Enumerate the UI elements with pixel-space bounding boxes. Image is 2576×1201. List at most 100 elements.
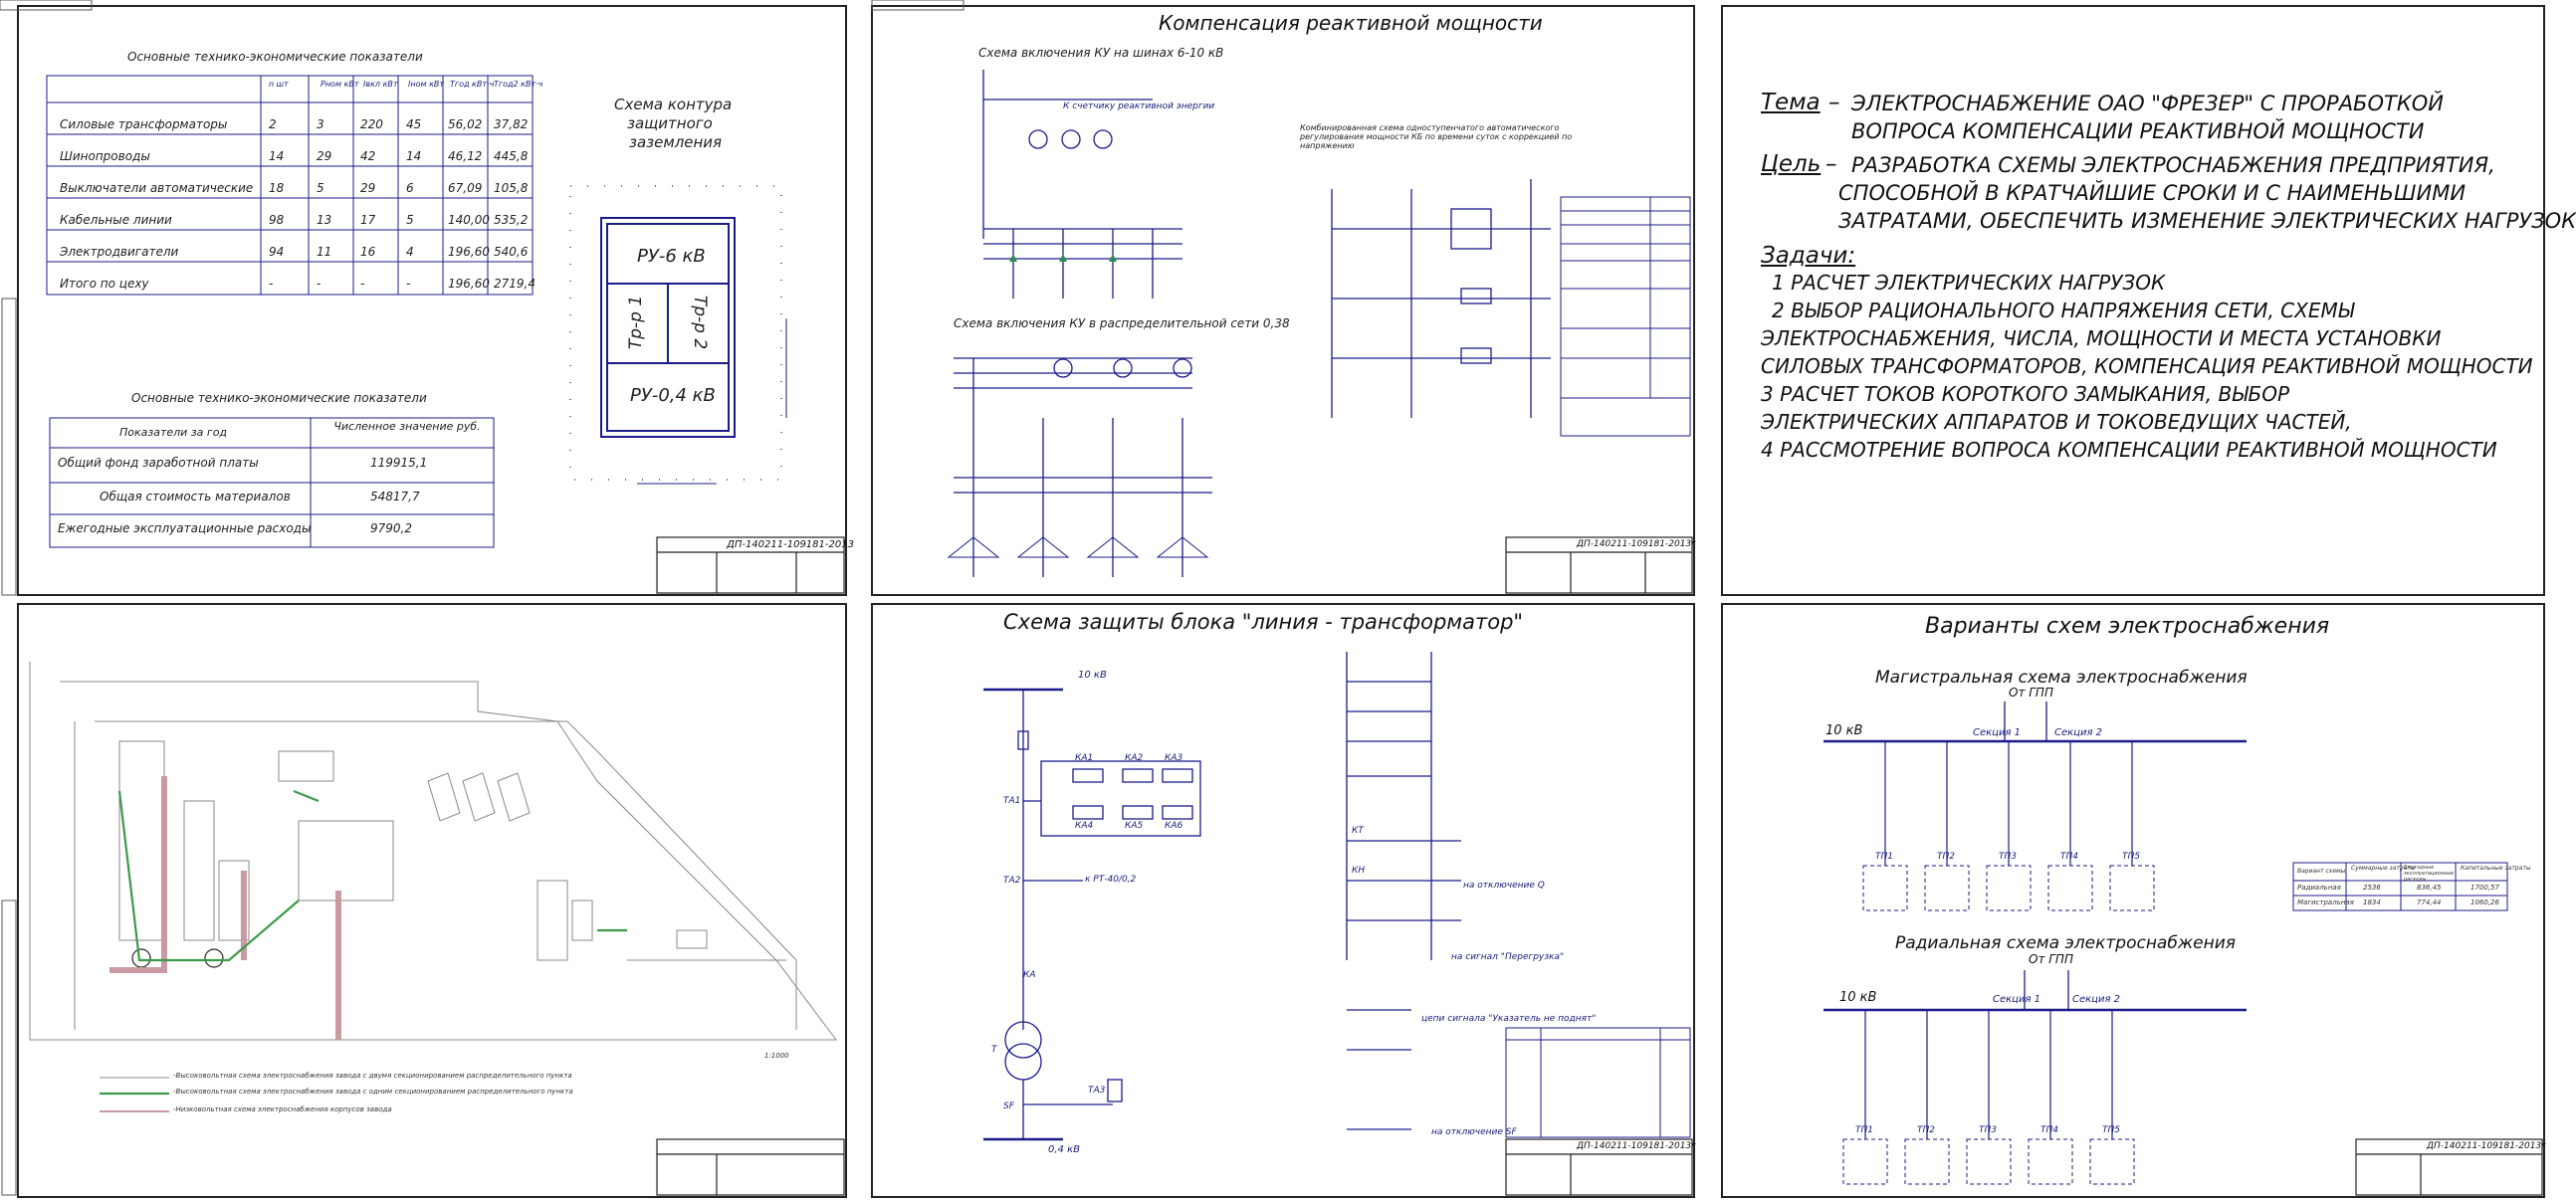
table1-cell: 11 bbox=[317, 245, 332, 259]
task-3: 3 РАСЧЕТ ТОКОВ КОРОТКОГО ЗАМЫКАНИЯ, ВЫБО… bbox=[1761, 382, 2290, 406]
tp-label: ТП2 bbox=[1937, 852, 1955, 862]
sheet2-sub2: Схема включения КУ в распределительной с… bbox=[954, 316, 1290, 330]
ground-title-2: защитного bbox=[627, 114, 713, 132]
rad-from-gpp: От ГПП bbox=[2029, 952, 2073, 966]
table1-cell: 29 bbox=[317, 149, 332, 163]
sheet2-sub3: Комбинированная схема одноступенчатого а… bbox=[1300, 123, 1573, 150]
table1-cell: 46,12 bbox=[448, 149, 483, 163]
tp-label: ТП5 bbox=[2122, 852, 2140, 862]
table1-cell: 98 bbox=[269, 213, 285, 227]
tr2-label: Тр-р 2 bbox=[690, 295, 711, 350]
header-tgod: Tгод кВт·ч bbox=[450, 80, 495, 89]
header-ivkl: Iвкл кВт bbox=[363, 80, 398, 89]
sheet5-stamp-code: ДП-140211-109181-2013г bbox=[1577, 1141, 1696, 1151]
tp-label: ТП2 bbox=[1917, 1125, 1935, 1135]
table1-cell: 2719,4 bbox=[494, 277, 536, 291]
tp-label: ТП4 bbox=[2060, 852, 2078, 862]
v04-label: 0,4 кВ bbox=[1048, 1144, 1080, 1155]
ru6-label: РУ-6 кВ bbox=[637, 246, 706, 267]
kt-label: КТ bbox=[1352, 826, 1364, 836]
table1-cell: 94 bbox=[269, 245, 285, 259]
ka5-label: КА5 bbox=[1125, 821, 1144, 831]
ta3-label: ТА3 bbox=[1088, 1086, 1106, 1096]
table1-row-name: Шинопроводы bbox=[60, 149, 150, 163]
table2-row-value: 9790,2 bbox=[370, 521, 412, 535]
table2-row-name: Ежегодные эксплуатационные расходы bbox=[58, 521, 312, 535]
sheet-reactive-compensation: Компенсация реактивной мощности Схема вк… bbox=[854, 0, 1700, 598]
kh-label: КН bbox=[1352, 866, 1366, 876]
sheet3-drawing bbox=[1721, 5, 2545, 596]
sf-label: SF bbox=[1003, 1101, 1014, 1111]
sheet5-title: Схема защиты блока "линия - трансформато… bbox=[1003, 610, 1524, 634]
sheet1-drawing bbox=[0, 0, 847, 596]
task-3b: ЭЛЕКТРИЧЕСКИХ АППАРАТОВ И ТОКОВЕДУЩИХ ЧА… bbox=[1761, 410, 2352, 434]
tp-box bbox=[1966, 1138, 2012, 1185]
table1-cell: - bbox=[269, 277, 274, 291]
cmp-r0-name: Радиальная bbox=[2297, 884, 2341, 892]
sheet2-drawing bbox=[871, 0, 1695, 596]
header-inom: Iном кВт bbox=[408, 80, 445, 89]
ru04-label: РУ-0,4 кВ bbox=[630, 385, 716, 406]
rad-v10: 10 кВ bbox=[1839, 990, 1877, 1005]
sheet2-sub1: Схема включения КУ на шинах 6-10 кВ bbox=[978, 46, 1224, 60]
table1-row-name: Итого по цеху bbox=[60, 277, 149, 291]
task-2: 2 ВЫБОР РАЦИОНАЛЬНОГО НАПРЯЖЕНИЯ СЕТИ, С… bbox=[1772, 299, 2355, 322]
table1-cell: 3 bbox=[317, 117, 324, 131]
legend-2: -Высоковольтная схема электроснабжения з… bbox=[173, 1088, 573, 1096]
stamp-code: ДП-140211-109181-2013г bbox=[727, 539, 860, 550]
tp-box bbox=[1842, 1138, 1888, 1185]
cmp-r1-v0: 1834 bbox=[2363, 899, 2381, 906]
ka-label: КА bbox=[1023, 970, 1036, 980]
cmp-r1-name: Магистральная bbox=[2297, 899, 2354, 906]
ground-title-3: заземления bbox=[629, 133, 723, 151]
tema-label: Тема bbox=[1761, 90, 1821, 115]
cmp-r1-v2: 1060,26 bbox=[2470, 899, 2499, 906]
tema-text-2: ВОПРОСА КОМПЕНСАЦИИ РЕАКТИВНОЙ МОЩНОСТИ bbox=[1851, 119, 2425, 143]
off-q-label: на отключение Q bbox=[1463, 881, 1545, 891]
ta2-label: ТА2 bbox=[1003, 876, 1021, 886]
ka6-label: КА6 bbox=[1165, 821, 1183, 831]
table2-row-name: Общий фонд заработной платы bbox=[58, 456, 259, 470]
table1-cell: 5 bbox=[406, 213, 414, 227]
cmp-h0: Вариант схемы bbox=[2297, 868, 2346, 875]
table2-row-value: 119915,1 bbox=[370, 456, 428, 470]
task-1: 1 РАСЧЕТ ЭЛЕКТРИЧЕСКИХ НАГРУЗОК bbox=[1772, 271, 2166, 295]
off-sf-label: на отключение SF bbox=[1431, 1127, 1517, 1137]
zadachi-label: Задачи: bbox=[1761, 243, 1856, 269]
table1-row-name: Силовые трансформаторы bbox=[60, 117, 228, 131]
scale-label: 1:1000 bbox=[764, 1052, 789, 1060]
table1-cell: 4 bbox=[406, 245, 414, 259]
table1-cell: 196,60 bbox=[448, 277, 490, 291]
table1-cell: 2 bbox=[269, 117, 277, 131]
header-pnom: Pном кВт bbox=[321, 80, 359, 89]
table1-cell: 29 bbox=[360, 181, 376, 195]
sheet2-title: Компенсация реактивной мощности bbox=[1159, 11, 1543, 35]
t-label: Т bbox=[991, 1045, 997, 1055]
table1-cell: 196,60 bbox=[448, 245, 490, 259]
signal-label: цепи сигнала "Указатель не поднят" bbox=[1421, 1014, 1597, 1024]
mag-sec2: Секция 2 bbox=[2054, 727, 2103, 738]
cel-dash: – bbox=[1825, 151, 1837, 177]
cmp-r0-v0: 2536 bbox=[2363, 884, 2381, 892]
ka3-label: КА3 bbox=[1165, 753, 1183, 763]
v10-label: 10 кВ bbox=[1078, 670, 1107, 681]
cmp-r1-v1: 774,44 bbox=[2417, 899, 2442, 906]
table1-cell: 14 bbox=[406, 149, 422, 163]
tp-box bbox=[1986, 865, 2032, 911]
sheet6-stamp-code: ДП-140211-109181-2013г bbox=[2427, 1141, 2546, 1151]
cmp-r0-v1: 836,45 bbox=[2417, 884, 2442, 892]
table1-cell: 16 bbox=[360, 245, 376, 259]
table1-cell: 45 bbox=[406, 117, 422, 131]
sheet6-drawing bbox=[1721, 603, 2545, 1198]
cmp-h1: Суммарные затраты bbox=[2351, 865, 2416, 872]
mag-title: Магистральная схема электроснабжения bbox=[1875, 668, 2248, 688]
rad-title: Радиальная схема электроснабжения bbox=[1895, 933, 2236, 953]
task-4: 4 РАССМОТРЕНИЕ ВОПРОСА КОМПЕНСАЦИИ РЕАКТ… bbox=[1761, 438, 2497, 462]
table2-row-name: Общая стоимость материалов bbox=[100, 490, 291, 503]
task-2b: ЭЛЕКТРОСНАБЖЕНИЯ, ЧИСЛА, МОЩНОСТИ И МЕСТ… bbox=[1761, 326, 2442, 350]
legend-1: -Высоковольтная схема электроснабжения з… bbox=[173, 1072, 572, 1080]
tema-text-1: ЭЛЕКТРОСНАБЖЕНИЕ ОАО "ФРЕЗЕР" С ПРОРАБОТ… bbox=[1851, 92, 2444, 115]
tema-dash: – bbox=[1828, 90, 1840, 115]
tp-box bbox=[1862, 865, 1908, 911]
table1-cell: 37,82 bbox=[494, 117, 529, 131]
